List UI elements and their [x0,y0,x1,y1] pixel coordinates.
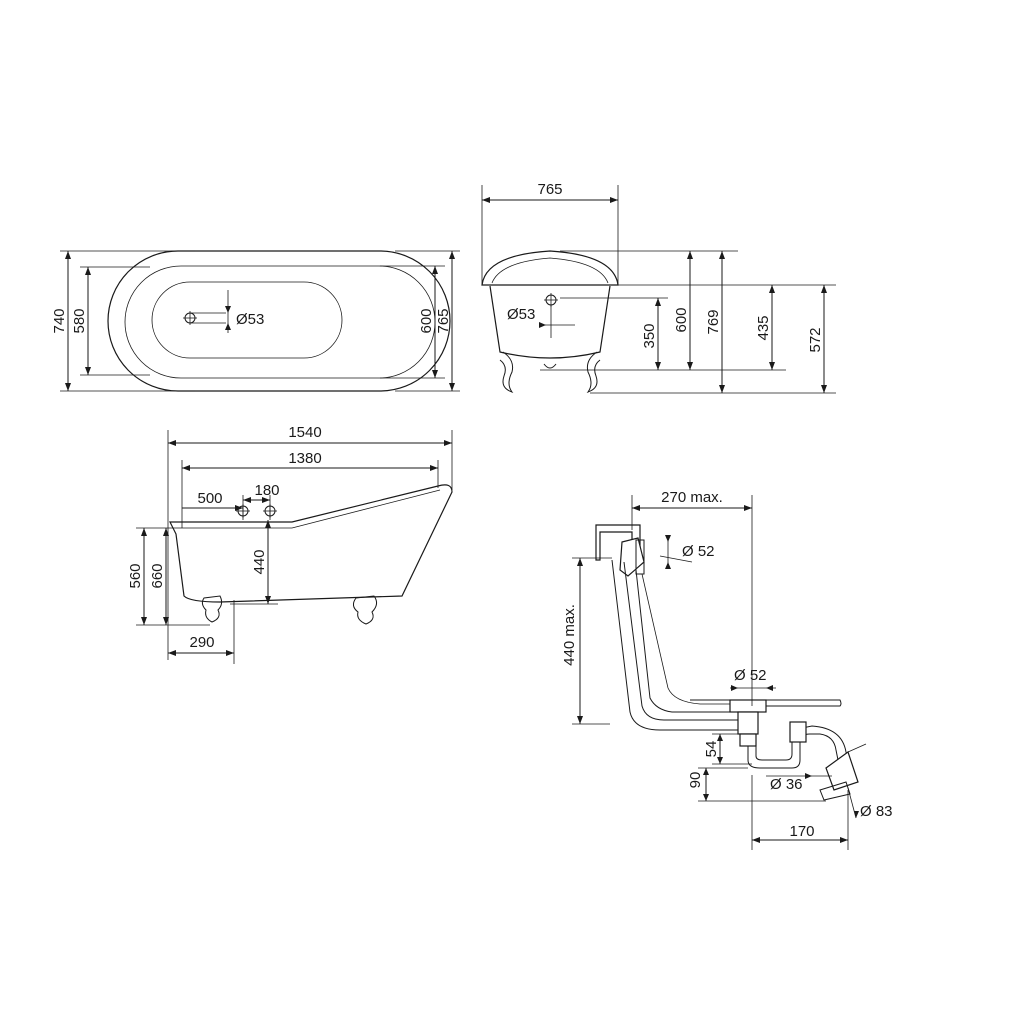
waste-fitting [729,699,767,713]
dim-435-label: 435 [755,315,772,340]
dim-580-label: 580 [71,308,88,333]
end-foot-right [586,351,601,393]
overflow-pipe [611,559,742,731]
side-foot-right [352,595,378,625]
end-drain-diameter-label: Ø53 [507,306,535,323]
dim-769-label: 769 [705,309,722,334]
dim-740-label: 740 [51,308,68,333]
outlet-diameter-label: Ø 83 [860,803,893,820]
dim-600-end-label: 600 [673,307,690,332]
dim-765-top-label: 765 [435,308,452,333]
trap-diameter-label: Ø 36 [770,776,803,793]
dim-350-label: 350 [641,323,658,348]
dim-765-end-label: 765 [537,181,562,198]
tub-basin [151,281,343,359]
dim-440-max-label: 440 max. [561,604,578,666]
dim-270-max-label: 270 max. [661,489,723,506]
end-rim-outline [481,250,619,286]
end-view: Ø53 765 350 600 769 435 [481,181,836,394]
side-body-outline [169,484,453,603]
waste-detail-view: 270 max. Ø 52 440 max. Ø 52 54 90 [561,489,893,850]
tub-floor-line [690,699,842,707]
dim-1540-label: 1540 [288,424,321,441]
trap-pipe [747,733,841,771]
dim-572-label: 572 [807,327,824,352]
tub-outer-rim [107,250,451,392]
side-foot-left [201,595,223,623]
dim-660-label: 660 [149,563,166,588]
dim-180-label: 180 [254,482,279,499]
dim-90-label: 90 [687,772,704,789]
dim-290-label: 290 [189,634,214,651]
top-view: Ø53 740 580 600 765 [51,250,460,392]
dim-54-label: 54 [703,741,720,758]
dim-440-side-label: 440 [251,549,268,574]
dim-560-label: 560 [127,563,144,588]
dim-1380-label: 1380 [288,450,321,467]
dim-500-label: 500 [197,490,222,507]
waste-diameter-label: Ø 52 [734,667,767,684]
outlet-cone [825,751,859,791]
dim-170-label: 170 [789,823,814,840]
end-foot-left [499,351,514,393]
overflow-diameter-label: Ø 52 [682,543,715,560]
side-view: 1540 1380 500 180 440 560 660 [127,424,453,664]
dim-600-top-label: 600 [418,308,435,333]
top-drain-diameter-label: Ø53 [236,311,264,328]
